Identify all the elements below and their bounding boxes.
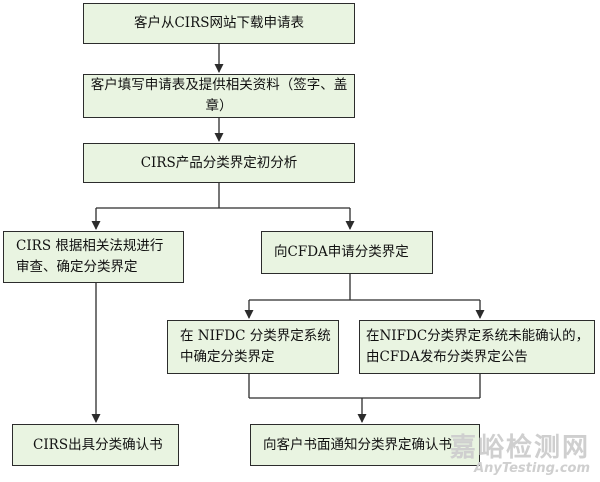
node-download-form-text: 客户从CIRS网站下载申请表 xyxy=(133,15,305,31)
node-cirs-review: CIRS 根据相关法规进行 审查、确定分类界定 xyxy=(3,231,184,283)
node-cirs-review-line1: CIRS 根据相关法规进行 xyxy=(16,238,164,254)
node-nifdc-unconfirmed-line1: 在NIFDC分类界定系统未能确认的， xyxy=(366,328,590,344)
node-initial-analysis: CIRS产品分类界定初分析 xyxy=(83,143,355,183)
node-notify-client-text: 向客户书面通知分类界定确认书 xyxy=(263,436,452,453)
node-apply-cfda: 向CFDA申请分类界定 xyxy=(261,231,433,274)
node-notify-client: 向客户书面通知分类界定确认书 xyxy=(250,424,480,466)
node-fill-form-text: 客户填写申请表及提供相关资料（签字、盖章） xyxy=(90,77,348,114)
node-nifdc-unconfirmed-line2: 由CFDA发布分类界定公告 xyxy=(366,349,528,365)
node-nifdc-confirmed-line2: 中确定分类界定 xyxy=(180,349,275,365)
watermark: 嘉峪检测网 AnyTesting.com xyxy=(450,434,590,476)
node-cirs-review-line2: 审查、确定分类界定 xyxy=(16,259,138,275)
node-nifdc-confirmed-line1: 在 NIFDC 分类界定系统 xyxy=(180,328,331,344)
node-initial-analysis-text: CIRS产品分类界定初分析 xyxy=(140,154,298,171)
node-nifdc-unconfirmed: 在NIFDC分类界定系统未能确认的， 由CFDA发布分类界定公告 xyxy=(359,320,595,374)
node-apply-cfda-text: 向CFDA申请分类界定 xyxy=(274,244,409,260)
watermark-cn: 嘉峪检测网 xyxy=(449,433,590,463)
node-download-form: 客户从CIRS网站下载申请表 xyxy=(83,3,355,44)
node-nifdc-confirmed: 在 NIFDC 分类界定系统 中确定分类界定 xyxy=(167,320,339,374)
node-cirs-confirmation: CIRS出具分类确认书 xyxy=(12,424,179,466)
watermark-en: AnyTesting.com xyxy=(474,461,590,476)
node-cirs-confirmation-text: CIRS出具分类确认书 xyxy=(33,436,163,453)
node-fill-form: 客户填写申请表及提供相关资料（签字、盖章） xyxy=(83,74,355,118)
